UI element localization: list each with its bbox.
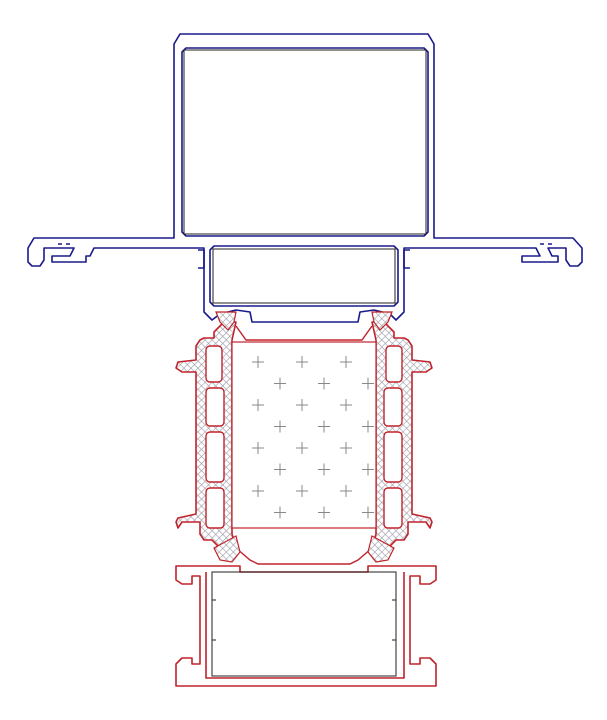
gasket-top-left	[215, 311, 237, 331]
right-cavity-4	[383, 487, 403, 529]
lower-glazing-edge	[211, 571, 397, 677]
upper-glazing-edge	[183, 49, 427, 304]
gasket-bottom-right	[367, 535, 395, 563]
right-cavity-2	[383, 387, 403, 427]
left-cavity-4	[205, 487, 225, 529]
left-cavity-2	[205, 387, 225, 427]
thermal-core-profile	[175, 311, 433, 565]
insulation-plus-markers	[252, 356, 374, 519]
core-bottom-web	[235, 547, 373, 565]
left-cavity-1	[205, 345, 223, 383]
right-cavity-3	[383, 431, 403, 483]
core-top-web	[235, 325, 373, 341]
left-cavity-3	[205, 431, 225, 483]
gasket-top-right	[371, 311, 393, 331]
outer-frame-profile	[27, 33, 583, 323]
inner-frame-profile	[175, 565, 437, 687]
insulation-panel-frame	[231, 341, 377, 529]
right-cavity-1	[385, 345, 403, 383]
gasket-bottom-left	[213, 535, 241, 563]
